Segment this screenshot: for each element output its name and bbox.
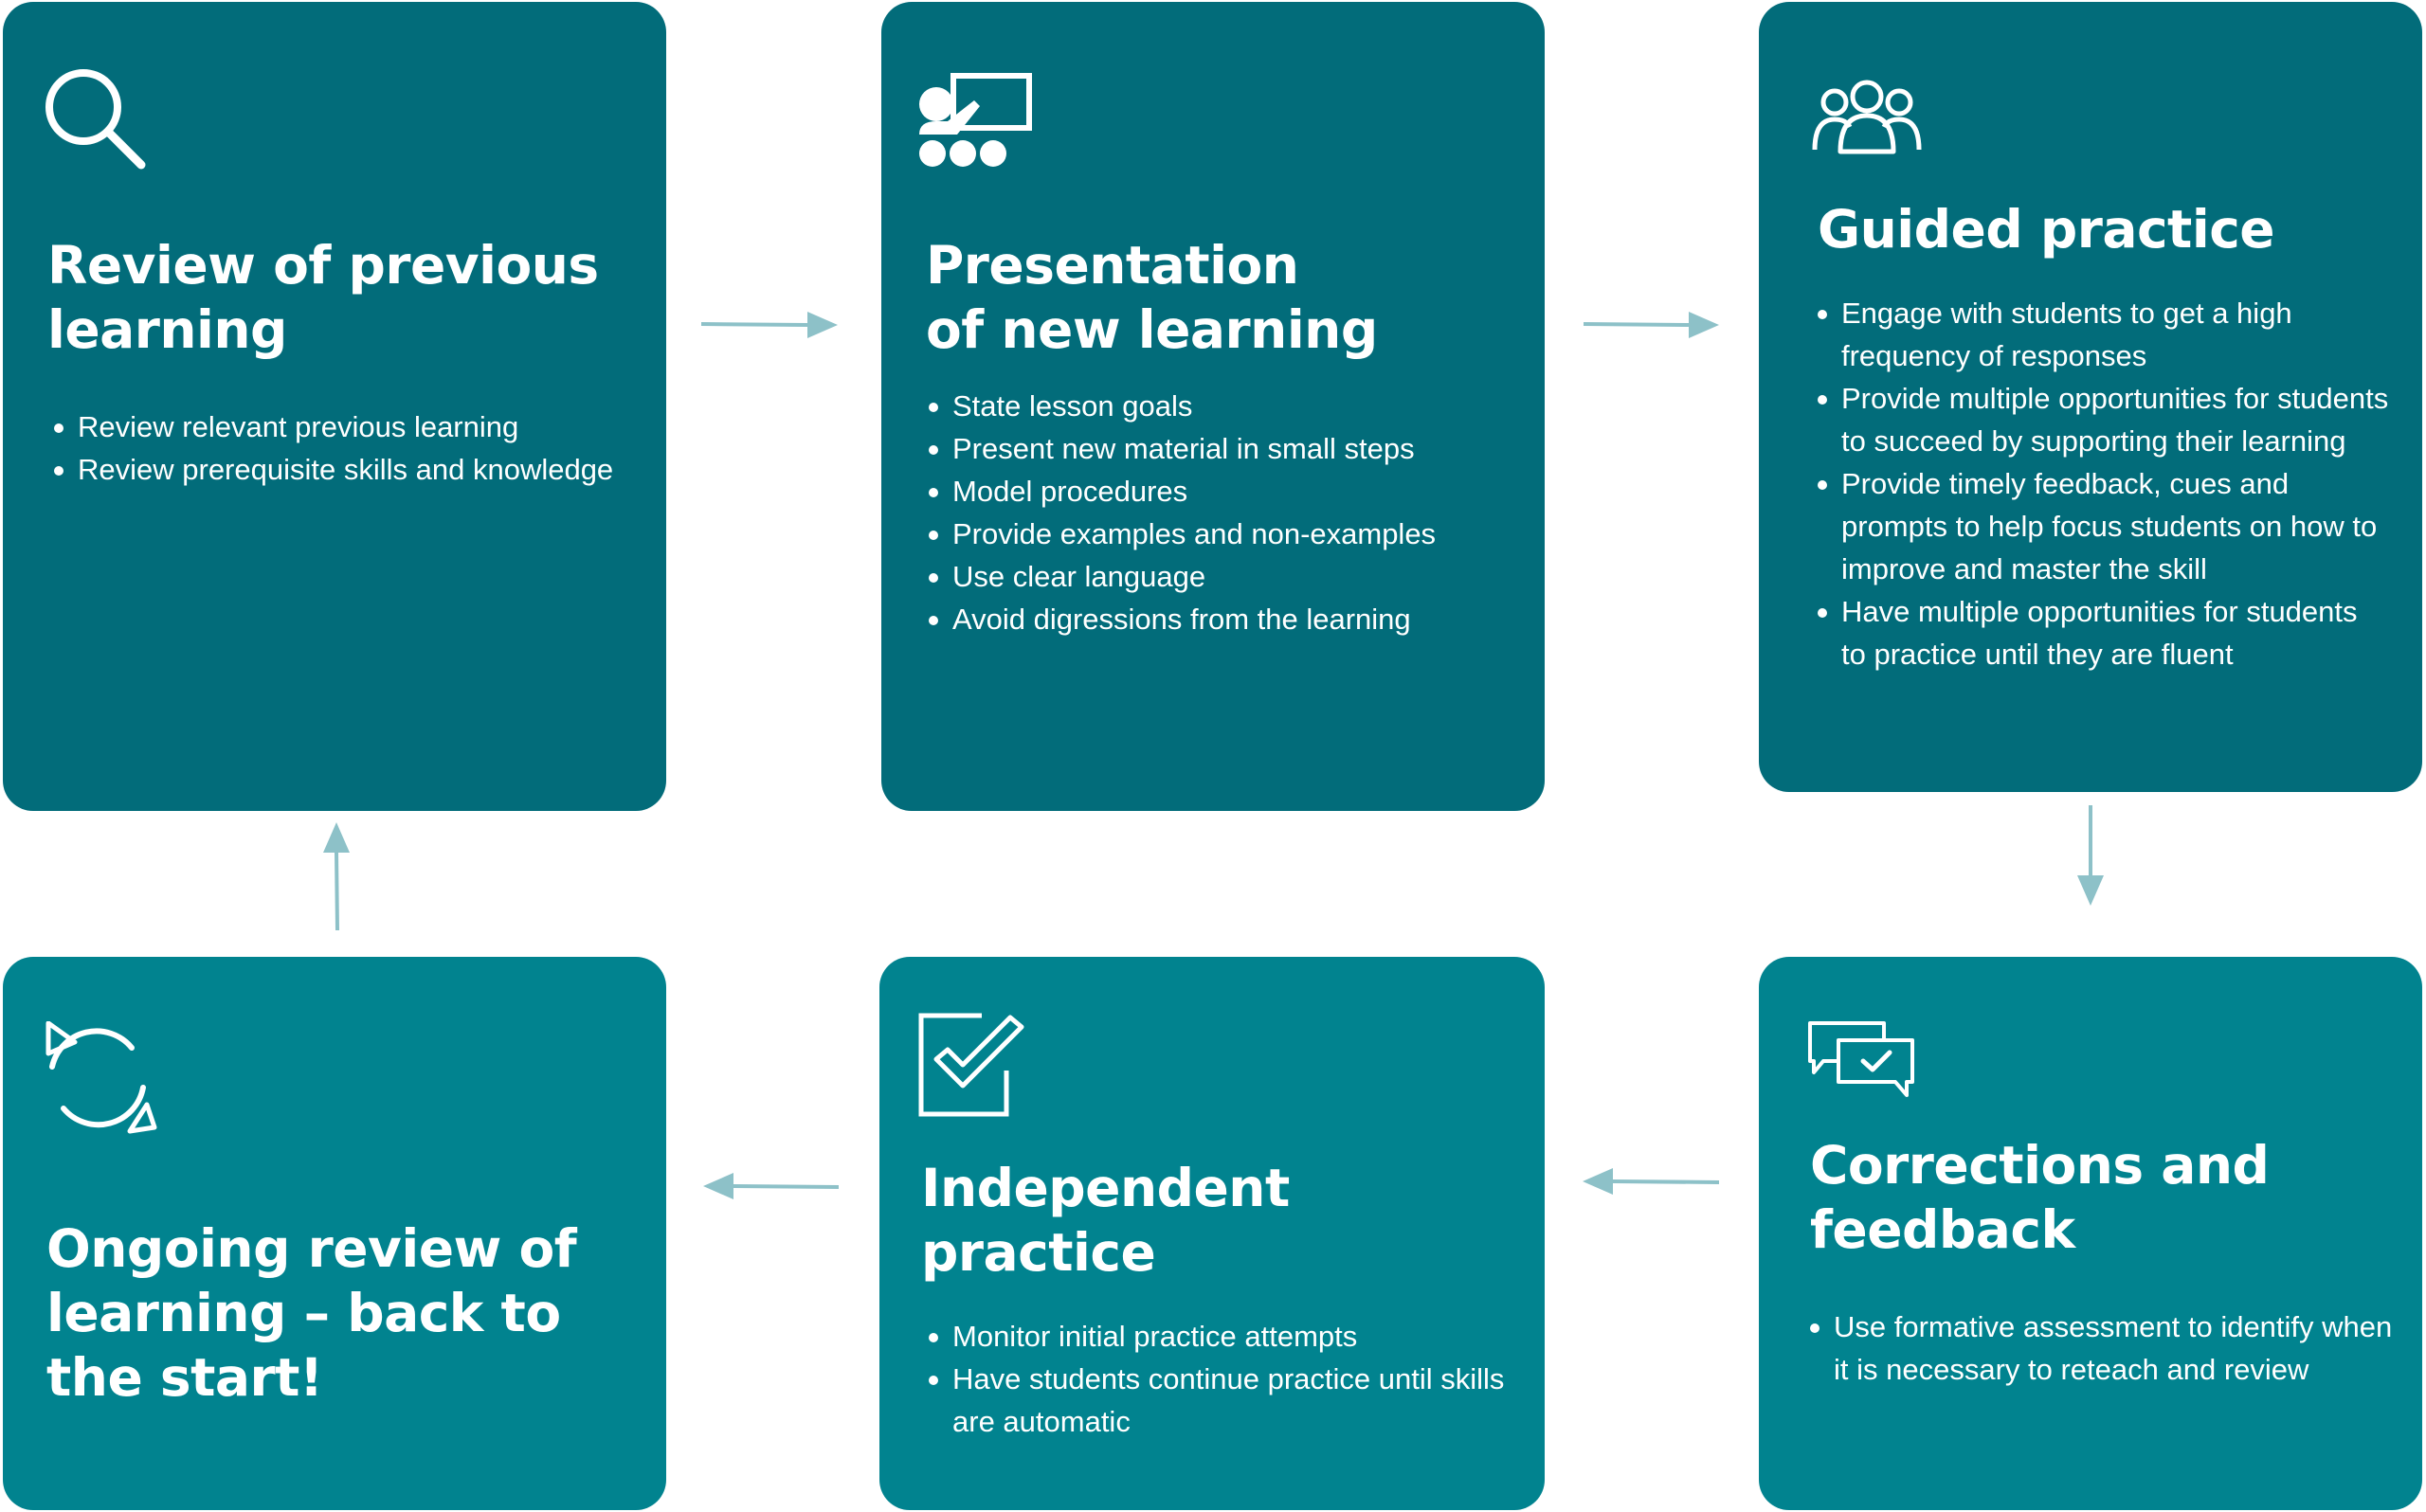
bullet-item: Engage with students to get a high frequ… <box>1816 292 2389 377</box>
bullet-item: State lesson goals <box>927 385 1533 427</box>
step-title: Presentation of new learning <box>926 235 1378 360</box>
teacher-at-board-icon <box>919 73 1032 167</box>
magnifier-icon <box>45 69 146 170</box>
step-bullet-list: Review relevant previous learning Review… <box>52 405 621 491</box>
refresh-cycle-icon <box>45 1021 157 1134</box>
step-bullet-list: State lesson goals Present new material … <box>927 385 1533 640</box>
bullet-item: Use clear language <box>927 555 1533 598</box>
arrow-left-icon <box>703 1173 840 1199</box>
bullet-item: Use formative assessment to identify whe… <box>1808 1305 2396 1391</box>
bullet-item: Present new material in small steps <box>927 427 1533 470</box>
arrow-down-icon <box>2077 805 2104 906</box>
step-title: Guided practice <box>1818 199 2275 260</box>
group-icon <box>1812 80 1922 154</box>
bullet-item: Have multiple opportunities for students… <box>1816 590 2389 675</box>
step-card-independent-practice: Independent practice Monitor initial pra… <box>879 957 1545 1510</box>
bullet-item: Review prerequisite skills and knowledge <box>52 448 621 491</box>
step-bullet-list: Engage with students to get a high frequ… <box>1816 292 2389 675</box>
step-card-guided-practice: Guided practice Engage with students to … <box>1759 2 2422 792</box>
step-card-presentation-new-learning: Presentation of new learning State lesso… <box>881 2 1545 811</box>
bullet-item: Provide multiple opportunities for stude… <box>1816 377 2389 462</box>
bullet-item: Monitor initial practice attempts <box>927 1315 1514 1358</box>
step-bullet-list: Use formative assessment to identify whe… <box>1808 1305 2396 1391</box>
arrow-left-icon <box>1583 1168 1720 1195</box>
step-title: Review of previous learning <box>47 235 599 360</box>
step-card-ongoing-review: Ongoing review of learning – back to the… <box>3 957 666 1510</box>
bullet-item: Have students continue practice until sk… <box>927 1358 1514 1443</box>
arrow-right-icon <box>700 312 838 338</box>
checkbox-tick-icon <box>918 1013 1024 1117</box>
step-card-review-previous-learning: Review of previous learning Review relev… <box>3 2 666 811</box>
step-card-corrections-feedback: Corrections and feedback Use formative a… <box>1759 957 2422 1510</box>
step-title: Independent practice <box>921 1158 1290 1283</box>
arrow-right-icon <box>1583 312 1719 338</box>
bullet-item: Provide examples and non-examples <box>927 513 1533 555</box>
bullet-item: Model procedures <box>927 470 1533 513</box>
bullet-item: Provide timely feedback, cues and prompt… <box>1816 462 2389 590</box>
step-title: Corrections and feedback <box>1810 1135 2270 1260</box>
bullet-item: Avoid digressions from the learning <box>927 598 1533 640</box>
bullet-item: Review relevant previous learning <box>52 405 621 448</box>
arrow-up-icon <box>323 822 350 931</box>
speech-bubbles-check-icon <box>1808 1021 1914 1097</box>
step-title: Ongoing review of learning – back to the… <box>46 1218 577 1408</box>
step-bullet-list: Monitor initial practice attempts Have s… <box>927 1315 1514 1443</box>
